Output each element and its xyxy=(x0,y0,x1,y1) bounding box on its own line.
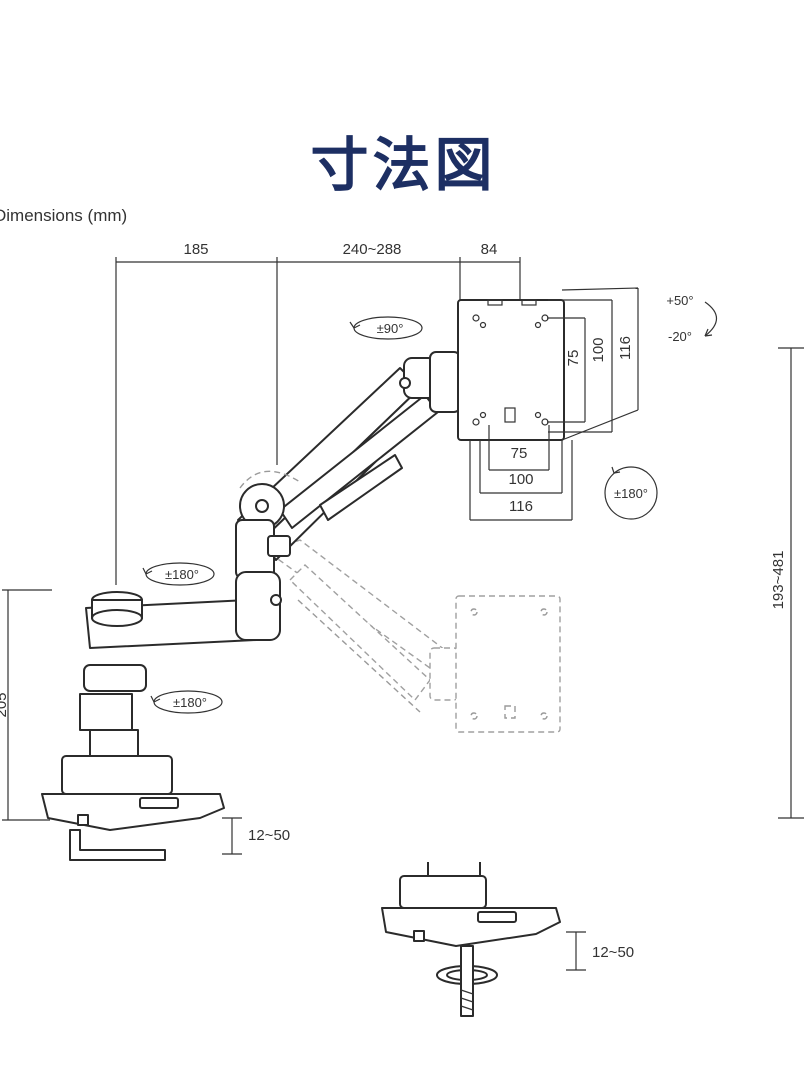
page-title: 寸法図 xyxy=(310,131,497,199)
dim-84: 84 xyxy=(481,241,498,258)
height-range-dim xyxy=(778,347,804,819)
gas-spring-arm xyxy=(235,351,461,579)
dim-vesa-v-116: 116 xyxy=(617,336,634,360)
dim-vesa-h-116: 116 xyxy=(509,498,533,515)
label-arm-swivel: ±90° xyxy=(377,321,404,336)
label-screen-rotate: ±180° xyxy=(614,486,648,501)
dim-pole-height: 205 xyxy=(0,692,10,717)
rotation-tilt xyxy=(704,301,718,337)
dim-vesa-v-75: 75 xyxy=(565,350,582,367)
dim-vesa-v-100: 100 xyxy=(590,337,607,362)
vesa-plate xyxy=(457,299,565,441)
grommet-mount xyxy=(381,862,561,1017)
dim-185: 185 xyxy=(183,241,208,258)
label-tilt-down: -20° xyxy=(668,329,692,344)
grommet-thickness-dim xyxy=(566,931,586,971)
rotation-elbow xyxy=(142,562,215,586)
clamp-thickness-dim xyxy=(222,817,242,855)
pole-and-clamp xyxy=(41,591,225,861)
rotation-arm-swivel xyxy=(349,316,423,340)
dim-arm-length: 240~288 xyxy=(343,241,402,258)
vesa-vertical-dims xyxy=(547,287,639,441)
dim-height-range: 193~481 xyxy=(770,551,787,610)
vesa-horizontal-dims xyxy=(469,425,573,521)
dim-vesa-h-75: 75 xyxy=(511,445,528,462)
label-elbow-rotate: ±180° xyxy=(165,567,199,582)
dim-grommet-thickness: 12~50 xyxy=(592,944,634,961)
rotation-screen xyxy=(604,466,658,520)
dim-vesa-h-100: 100 xyxy=(508,471,533,488)
label-tilt-up: +50° xyxy=(666,293,693,308)
rotation-base xyxy=(150,690,223,714)
ghost-arm-lowered xyxy=(266,539,561,733)
label-base-rotate: ±180° xyxy=(173,695,207,710)
pole-height-dim xyxy=(2,589,52,821)
dim-clamp-thickness: 12~50 xyxy=(248,827,290,844)
dimensions-unit-label: Dimensions (mm) xyxy=(0,206,128,225)
